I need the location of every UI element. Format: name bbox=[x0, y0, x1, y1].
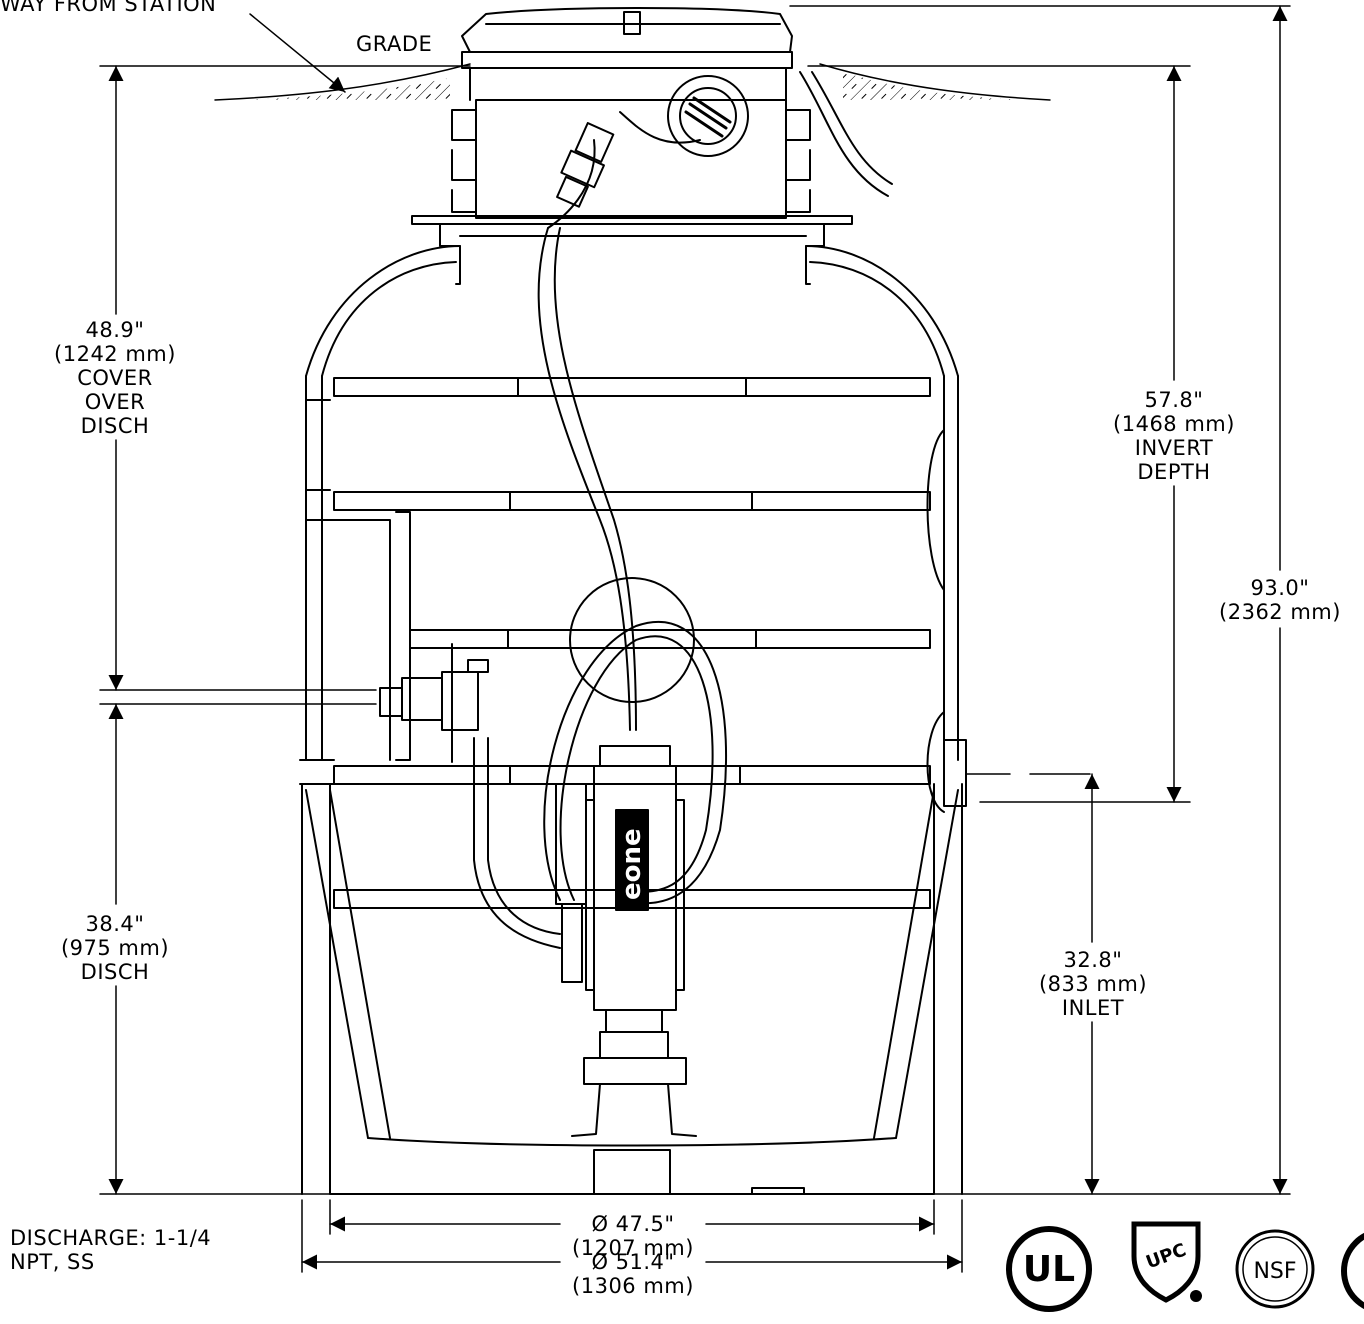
dim-invert-depth: 57.8" (1468 mm) INVERT DEPTH bbox=[1113, 388, 1235, 484]
dim-diameter-outer: Ø 51.4" (1306 mm) bbox=[572, 1250, 694, 1298]
grade-ground bbox=[214, 63, 1051, 101]
power-cables bbox=[799, 71, 893, 197]
partial-listing-logo bbox=[1341, 1232, 1364, 1310]
electrical-enclosure bbox=[451, 99, 811, 219]
grade-label: GRADE bbox=[356, 32, 433, 56]
svg-text:NSF: NSF bbox=[1253, 1259, 1296, 1284]
discharge-assembly bbox=[309, 511, 489, 763]
svg-text:UL: UL bbox=[1023, 1249, 1075, 1290]
discharge-note: DISCHARGE: 1-1/4 NPT, SS bbox=[10, 1226, 212, 1274]
vent-gland bbox=[667, 75, 749, 157]
dimension-lines bbox=[99, 5, 1291, 1273]
dim-inlet: 32.8" (833 mm) INLET bbox=[1038, 948, 1148, 1020]
ul-listing-logo: UL bbox=[1006, 1226, 1092, 1312]
tank-collar bbox=[411, 215, 853, 285]
sensor-cables bbox=[537, 111, 701, 731]
tank-shell bbox=[299, 245, 963, 1195]
dim-disch: 38.4" (975 mm) DISCH bbox=[60, 912, 170, 984]
station-lid bbox=[461, 7, 793, 101]
pump-brand-text: eone bbox=[617, 828, 647, 900]
float-switch bbox=[569, 577, 695, 703]
inlet-grommet bbox=[926, 429, 1091, 813]
cable-fitting bbox=[556, 122, 615, 208]
dim-overall-height: 93.0" (2362 mm) bbox=[1219, 576, 1341, 624]
svg-text:UPC: UPC bbox=[1143, 1240, 1189, 1274]
dim-cover-over-disch: 48.9" (1242 mm) COVER OVER DISCH bbox=[54, 318, 176, 438]
grinder-pump bbox=[555, 745, 697, 1137]
dim-diameter-inner: Ø 47.5" (1207 mm) bbox=[572, 1212, 694, 1260]
callout-away-from-station: WAY FROM STATION bbox=[0, 0, 217, 16]
upc-listing-logo: UPC bbox=[1131, 1221, 1202, 1303]
callout-leader-line bbox=[249, 13, 346, 93]
nsf-listing-logo: NSF bbox=[1235, 1229, 1315, 1309]
